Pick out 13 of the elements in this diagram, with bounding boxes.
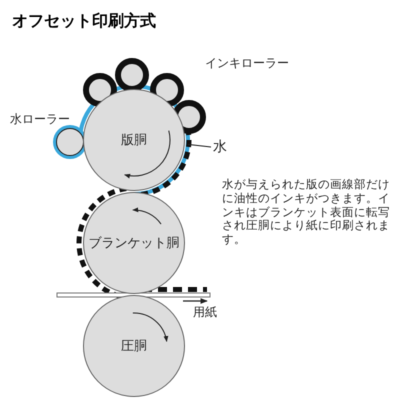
- node-label: 水: [213, 138, 227, 156]
- part-label: 用紙: [193, 305, 217, 320]
- ink-roller: [115, 58, 149, 92]
- description-text: 水が与えられた版の画線部だけに油性のインキがつきます。インキはブランケット表面に転写され圧胴により紙に印刷されます。: [222, 178, 391, 247]
- leader-line: [187, 144, 212, 148]
- node-label: ブランケット胴: [88, 235, 180, 252]
- title: オフセット印刷方式: [12, 11, 156, 32]
- node-label: 版胴: [121, 132, 147, 149]
- water-roller: [56, 128, 84, 156]
- blanket-cylinder: [83, 192, 185, 294]
- node-label: 圧胴: [121, 338, 147, 355]
- part-label: インキローラー: [205, 56, 289, 70]
- part-label: 水ローラー: [10, 112, 70, 126]
